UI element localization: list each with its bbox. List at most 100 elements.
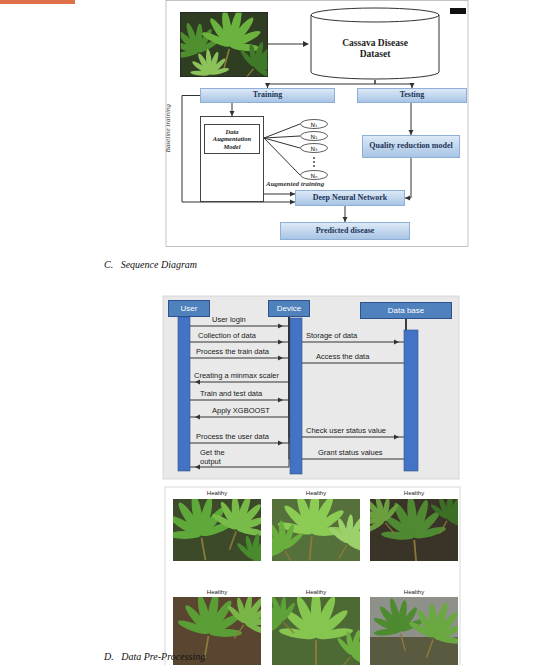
connector-line bbox=[289, 317, 406, 437]
message-arrow bbox=[189, 317, 289, 470]
arrow-head bbox=[278, 356, 283, 361]
arrow-head bbox=[303, 41, 309, 47]
connector bbox=[409, 103, 414, 135]
section-heading: D. Data Pre-Processing bbox=[104, 651, 205, 662]
ellipsis-dot bbox=[313, 165, 315, 167]
leaf bbox=[399, 593, 473, 665]
text-holder: Data Augmentation Model bbox=[204, 124, 260, 154]
arrow-head bbox=[195, 465, 200, 470]
text-holder: Training bbox=[253, 91, 283, 99]
leaf-photo bbox=[366, 592, 474, 665]
node-ellipse: N₂ bbox=[300, 131, 328, 141]
logo-fragment bbox=[0, 0, 75, 4]
arrow-head bbox=[278, 398, 283, 403]
arrow-head bbox=[394, 435, 399, 440]
ellipse-shape bbox=[301, 144, 328, 153]
corner-mark bbox=[450, 8, 466, 14]
connector bbox=[405, 158, 411, 201]
leaf bbox=[248, 510, 315, 577]
connector-line bbox=[189, 317, 289, 342]
lifeline-header: Data base bbox=[360, 302, 452, 319]
message-arrow bbox=[189, 317, 289, 329]
message-arrow bbox=[189, 317, 289, 446]
message-label: Storage of data bbox=[306, 332, 357, 341]
message-arrow bbox=[189, 317, 289, 345]
message-arrow bbox=[189, 317, 289, 403]
cylinder-body bbox=[311, 8, 439, 79]
cylinder-rim bbox=[311, 15, 439, 22]
edge-label: Baseline training bbox=[164, 104, 172, 152]
image-caption: Healthy bbox=[394, 490, 434, 496]
input-arrow bbox=[268, 44, 304, 45]
text-holder: Device bbox=[277, 304, 301, 313]
leaf bbox=[227, 31, 290, 94]
message-label: Train and test data bbox=[200, 390, 262, 399]
connector-line bbox=[289, 317, 406, 342]
connector-line bbox=[189, 317, 289, 326]
process-box: Quality reduction model bbox=[362, 135, 460, 158]
leaf bbox=[161, 488, 238, 566]
text-holder: Testing bbox=[400, 91, 425, 99]
connector-line bbox=[289, 317, 406, 459]
node-text: Device bbox=[277, 304, 301, 313]
connector bbox=[264, 136, 300, 138]
text-holder: N₃ bbox=[311, 145, 318, 152]
node-text: Data base bbox=[388, 306, 424, 315]
connector-line bbox=[264, 138, 300, 175]
connector-line bbox=[189, 317, 289, 358]
leaf-photo bbox=[165, 0, 290, 94]
node-text: Training bbox=[253, 91, 283, 99]
connector bbox=[264, 124, 300, 138]
message-arrow bbox=[289, 317, 406, 440]
message-arrow bbox=[289, 317, 406, 462]
message-arrow bbox=[189, 317, 289, 420]
message-label: Creating a minmax scaler bbox=[194, 372, 279, 381]
activation-bar bbox=[290, 318, 302, 474]
text-holder: Cassava Disease Dataset bbox=[326, 38, 424, 60]
message-label: Apply XGBOOST bbox=[212, 407, 270, 416]
node-text: N₁ bbox=[311, 121, 318, 128]
text-holder: Predicted disease bbox=[316, 227, 375, 235]
arrow-head bbox=[278, 340, 283, 345]
leaf-photo bbox=[349, 484, 481, 566]
process-box: Predicted disease bbox=[280, 222, 410, 240]
message-label: Collection of data bbox=[198, 332, 256, 341]
text-holder: Nₙ bbox=[311, 172, 318, 179]
node-text: Data Augmentation Model bbox=[206, 128, 258, 150]
leaf-photo bbox=[161, 485, 287, 586]
message-label: Check user status value bbox=[306, 427, 386, 436]
photo-border bbox=[180, 12, 268, 77]
connector bbox=[264, 138, 300, 175]
arrow-head bbox=[278, 324, 283, 329]
ellipse-shape bbox=[301, 171, 328, 180]
lifeline-header: User bbox=[168, 300, 210, 317]
image-caption: Healthy bbox=[296, 589, 336, 595]
section-heading: C. Sequence Diagram bbox=[104, 259, 197, 270]
ellipse-shape bbox=[301, 132, 328, 141]
leaf bbox=[420, 484, 481, 545]
leaf bbox=[247, 586, 310, 649]
connector-line bbox=[375, 80, 412, 88]
message-label: Process the user data bbox=[196, 433, 269, 442]
image-caption: Healthy bbox=[197, 589, 237, 595]
connector bbox=[230, 103, 235, 116]
message-label: Access the data bbox=[316, 353, 369, 362]
node-text: Cassava Disease Dataset bbox=[326, 38, 424, 60]
text-holder: Quality reduction model bbox=[369, 142, 452, 150]
text-holder: N₂ bbox=[311, 133, 318, 140]
leaf-photo bbox=[247, 586, 387, 665]
node-text: Predicted disease bbox=[316, 227, 375, 235]
arrow-head bbox=[195, 380, 200, 385]
connector-line bbox=[189, 317, 289, 443]
database-cylinder: Cassava Disease Dataset bbox=[310, 8, 440, 80]
process-box: Training bbox=[200, 88, 335, 103]
message-arrow bbox=[189, 317, 289, 385]
message-label: Get the output bbox=[200, 449, 236, 466]
ellipse-shape bbox=[301, 120, 328, 129]
connector bbox=[264, 192, 295, 197]
connector-line bbox=[289, 317, 406, 363]
node-text: User bbox=[181, 304, 198, 313]
connector-line bbox=[189, 317, 289, 467]
